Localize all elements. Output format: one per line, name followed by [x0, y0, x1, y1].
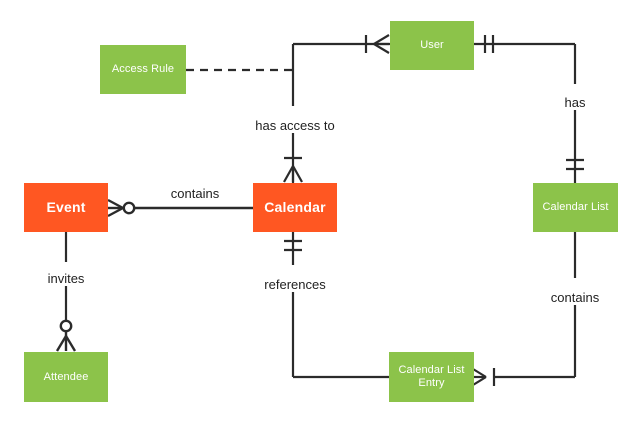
cardinality-one-or-many-user-left: [364, 34, 390, 54]
entity-user[interactable]: User: [390, 21, 474, 70]
cardinality-one-or-many-calendar-top: [283, 156, 303, 183]
entity-calendar-list[interactable]: Calendar List: [533, 183, 618, 232]
cardinality-one-or-many-cle-right: [472, 368, 496, 386]
entity-calendar-list-entry[interactable]: Calendar List Entry: [389, 352, 474, 402]
entity-attendee[interactable]: Attendee: [24, 352, 108, 402]
relationship-label-has-access-to: has access to: [253, 118, 337, 133]
entity-label: User: [420, 39, 444, 52]
entity-label: Attendee: [43, 370, 89, 383]
entity-label: Calendar: [264, 199, 326, 216]
entity-event[interactable]: Event: [24, 183, 108, 232]
cardinality-zero-or-many-event-right: [107, 198, 136, 218]
cardinality-exactly-one-calendar-bottom: [284, 239, 302, 252]
entity-label: Access Rule: [111, 63, 175, 76]
relationship-label-has: has: [562, 95, 588, 110]
entity-label: Calendar List Entry: [398, 364, 465, 389]
cardinality-exactly-one-calendarlist-top: [566, 158, 584, 171]
relationship-label-invites: invites: [45, 271, 87, 286]
cardinality-exactly-one-user-right: [483, 35, 495, 53]
entity-access-rule[interactable]: Access Rule: [100, 45, 186, 94]
relationship-label-references: references: [262, 277, 328, 292]
cardinality-zero-or-many-attendee-top: [55, 319, 77, 352]
entity-label: Calendar List: [542, 201, 609, 214]
relationship-label-contains-calendar: contains: [168, 186, 222, 201]
entity-label: Event: [46, 199, 86, 216]
entity-calendar[interactable]: Calendar: [253, 183, 337, 232]
relationship-label-contains-entry: contains: [548, 290, 602, 305]
